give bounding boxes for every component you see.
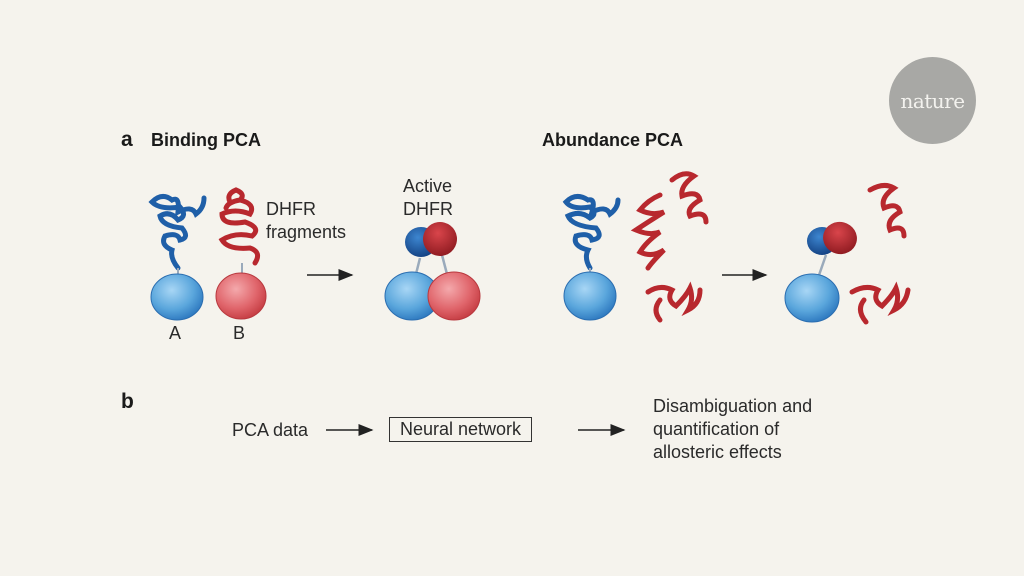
dhfr-fragment-red <box>218 187 261 266</box>
abundance-result <box>784 221 857 323</box>
protein-a-sphere <box>150 273 204 321</box>
free-red-fragments-right <box>849 182 911 325</box>
neural-network-box: Neural network <box>389 417 533 442</box>
active-label-line2: DHFR <box>403 199 453 219</box>
output-line1: Disambiguation and <box>653 396 813 416</box>
abundance-protein <box>562 194 621 321</box>
dhfr-fragments-label: DHFR fragments <box>266 198 346 244</box>
protein-a-label: A <box>169 323 182 343</box>
protein-b-sphere <box>215 272 267 320</box>
dhfr-label-line2: fragments <box>266 222 347 242</box>
abundance-pca-title: Abundance PCA <box>542 130 684 150</box>
panel-a-letter: a <box>121 128 133 151</box>
protein-a <box>148 194 207 321</box>
protein-b <box>215 187 267 320</box>
logo-text: nature <box>900 88 965 113</box>
active-dhfr-label: Active DHFR <box>403 175 453 221</box>
pca-data-label: PCA data <box>232 420 309 440</box>
output-line2: quantification of <box>653 419 780 439</box>
active-dhfr-complex <box>384 222 481 321</box>
dhfr-label-line1: DHFR <box>266 199 316 219</box>
output-line3: allosteric effects <box>653 442 782 462</box>
panel-b-letter: b <box>121 390 134 413</box>
protein-b-label: B <box>233 323 246 343</box>
free-red-fragments <box>630 171 709 323</box>
nature-logo: nature <box>889 57 976 144</box>
output-label: Disambiguation and quantification of all… <box>653 395 812 464</box>
binding-pca-title: Binding PCA <box>151 130 261 150</box>
active-label-line1: Active <box>403 176 453 196</box>
dhfr-red-half <box>423 222 457 256</box>
dhfr-fragment-blue <box>148 194 207 271</box>
